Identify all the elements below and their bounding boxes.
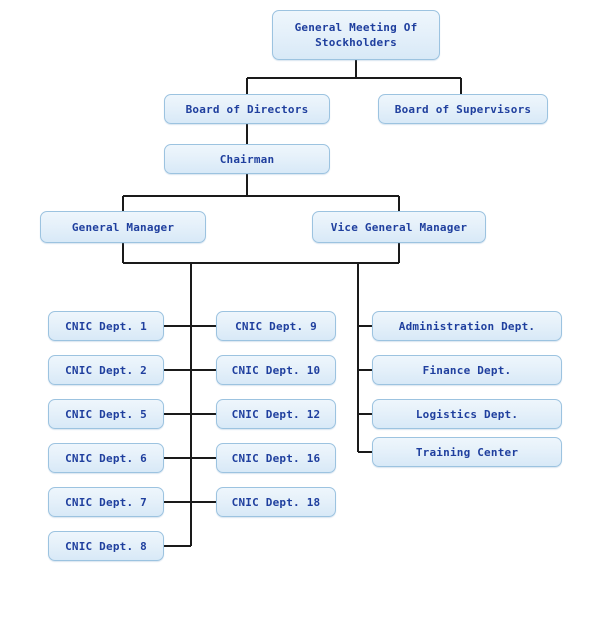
org-node-admin[interactable]: Administration Dept. [372,311,562,341]
org-node-cnic5[interactable]: CNIC Dept. 5 [48,399,164,429]
org-node-cnic7[interactable]: CNIC Dept. 7 [48,487,164,517]
org-node-training[interactable]: Training Center [372,437,562,467]
org-node-label: Vice General Manager [330,220,468,234]
org-node-label: Logistics Dept. [415,407,519,421]
org-node-label: General Manager [71,220,175,234]
org-node-label: General Meeting Of Stockholders [294,21,418,49]
org-node-finance[interactable]: Finance Dept. [372,355,562,385]
org-node-gen_mgr[interactable]: General Manager [40,211,206,243]
org-node-label: Board of Supervisors [394,102,532,116]
org-node-cnic1[interactable]: CNIC Dept. 1 [48,311,164,341]
org-node-cnic12[interactable]: CNIC Dept. 12 [216,399,336,429]
org-node-cnic18[interactable]: CNIC Dept. 18 [216,487,336,517]
org-node-cnic6[interactable]: CNIC Dept. 6 [48,443,164,473]
org-node-board_sup[interactable]: Board of Supervisors [378,94,548,124]
org-node-label: CNIC Dept. 1 [65,319,147,333]
org-node-cnic16[interactable]: CNIC Dept. 16 [216,443,336,473]
org-node-label: CNIC Dept. 6 [65,451,147,465]
org-node-label: Chairman [219,152,275,166]
org-node-label: CNIC Dept. 9 [235,319,317,333]
org-node-gms[interactable]: General Meeting Of Stockholders [272,10,440,60]
org-node-cnic10[interactable]: CNIC Dept. 10 [216,355,336,385]
org-node-label: Board of Directors [185,102,309,116]
org-node-label: Training Center [415,445,519,459]
org-node-logistics[interactable]: Logistics Dept. [372,399,562,429]
org-node-label: CNIC Dept. 18 [231,495,321,509]
org-node-board_dir[interactable]: Board of Directors [164,94,330,124]
org-node-label: Administration Dept. [398,319,536,333]
org-node-cnic2[interactable]: CNIC Dept. 2 [48,355,164,385]
org-node-cnic9[interactable]: CNIC Dept. 9 [216,311,336,341]
org-node-label: CNIC Dept. 8 [65,539,147,553]
org-node-label: CNIC Dept. 7 [65,495,147,509]
org-node-label: CNIC Dept. 10 [231,363,321,377]
org-node-label: CNIC Dept. 16 [231,451,321,465]
org-node-chairman[interactable]: Chairman [164,144,330,174]
org-node-label: CNIC Dept. 2 [65,363,147,377]
org-node-label: CNIC Dept. 12 [231,407,321,421]
org-node-label: CNIC Dept. 5 [65,407,147,421]
org-node-vice_gen_mgr[interactable]: Vice General Manager [312,211,486,243]
org-node-label: Finance Dept. [422,363,512,377]
org-node-cnic8[interactable]: CNIC Dept. 8 [48,531,164,561]
